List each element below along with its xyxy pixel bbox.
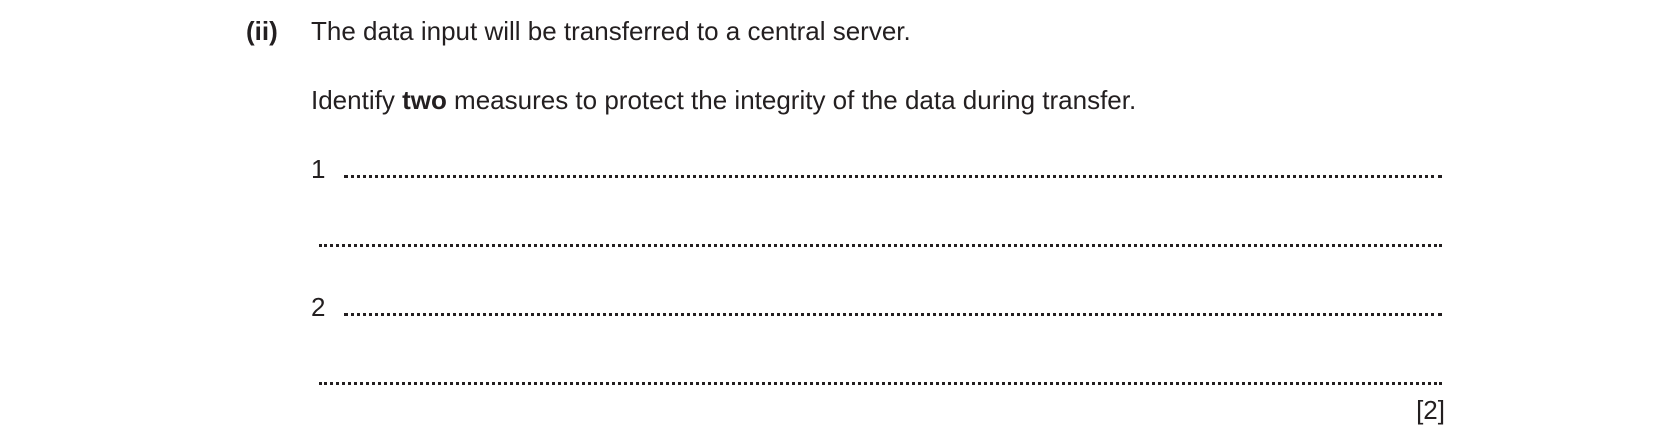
answer-2-line-2[interactable] (319, 382, 1442, 385)
answer-2-label: 2 (311, 292, 326, 322)
answer-1-line-1[interactable] (344, 175, 1442, 178)
instruction-emphasis: two (402, 85, 447, 115)
instruction-text-end: measures to protect the integrity of the… (446, 85, 1137, 115)
marks-allocation: [2] (1416, 395, 1445, 425)
answer-1-label: 1 (311, 154, 326, 184)
question-stem: The data input will be transferred to a … (311, 16, 911, 46)
answer-1-line-2[interactable] (319, 244, 1442, 247)
instruction-text-start: Identify (311, 85, 403, 115)
question-instruction: Identify two measures to protect the int… (311, 87, 1136, 113)
question-number: (ii) (246, 16, 278, 46)
answer-2-line-1[interactable] (344, 313, 1442, 316)
